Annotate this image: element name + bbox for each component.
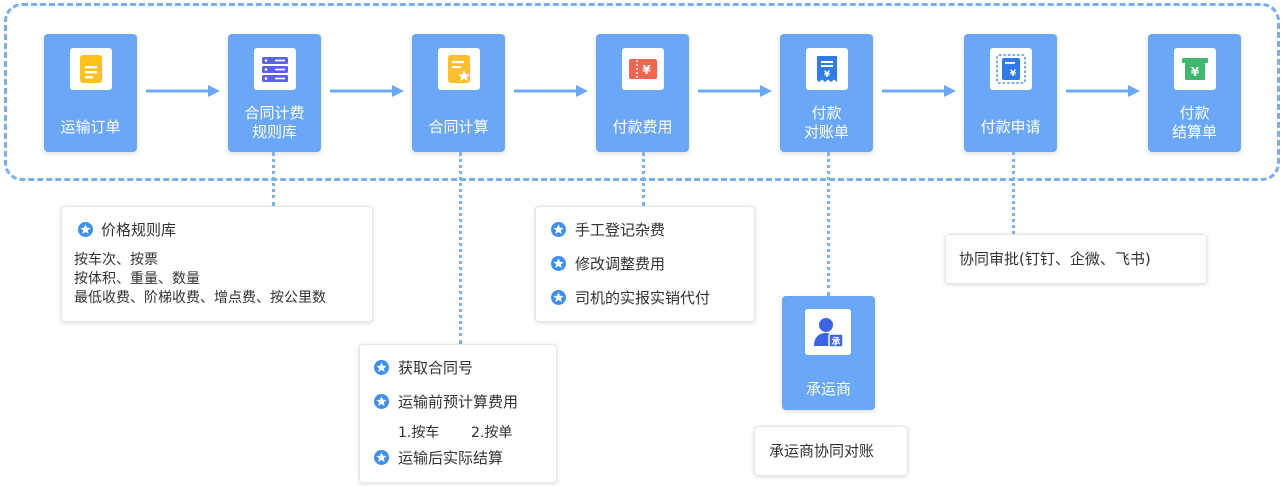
approval-card: 协同审批(钉钉、企微、飞书) [945,234,1207,284]
svg-text:¥: ¥ [1010,69,1017,79]
pricing-line: 按体积、重量、数量 [74,271,200,287]
flow-arrow [698,85,772,97]
step-label: 运输订单 [60,118,121,136]
approval-card-text: 协同审批(钉钉、企微、飞书) [959,250,1151,268]
step-reconciliation[interactable]: ¥ 付款 对账单 [780,34,873,152]
fee-card: 手工登记杂费 修改调整费用 司机的实报实销代付 [535,206,755,322]
star-icon [374,394,389,409]
calc-item: 运输后实际结算 [398,449,504,467]
document-icon [70,48,112,90]
flow-arrow [1066,85,1140,97]
fee-item: 手工登记杂费 [575,221,666,239]
connector-dots [642,152,645,206]
star-icon [374,360,389,375]
svg-text:¥: ¥ [824,70,831,80]
flow-arrow [882,85,956,97]
star-icon [78,222,93,237]
carrier-person-icon: 承 [805,309,851,355]
step-transport-order[interactable]: 运输订单 [44,34,137,152]
step-payment-fees[interactable]: ¥ 付款费用 [596,34,689,152]
payment-request-icon: ¥ [990,48,1032,90]
flow-arrow [330,85,404,97]
connector-dots [1012,152,1015,234]
pricing-rules-card: 价格规则库 按车次、按票 按体积、重量、数量 最低收费、阶梯收费、增点费、按公里… [61,206,373,322]
carrier-label: 承运商 [805,380,851,398]
step-label: 合同计算 [428,118,489,136]
star-icon [374,450,389,465]
calc-sub-option: 2.按单 [471,425,513,441]
receipt-icon: ¥ [806,48,848,90]
carrier-card-text: 承运商协同对账 [769,442,875,460]
pricing-card-title: 价格规则库 [101,221,177,239]
fee-item: 修改调整费用 [575,255,666,273]
carrier-badge-text: 承 [831,337,840,348]
fee-item: 司机的实报实销代付 [575,289,711,307]
database-icon [254,48,296,90]
carrier-reconcile-card: 承运商协同对账 [754,426,908,476]
connector-dots [827,152,830,296]
flow-arrow [146,85,220,97]
step-settlement[interactable]: ¥ 付款 结算单 [1148,34,1241,152]
yuan-cashier-icon: ¥ [1174,48,1216,90]
contract-calc-card: 获取合同号 运输前预计算费用 1.按车 2.按单 运输后实际结算 [359,344,557,483]
yuan-ticket-icon: ¥ [622,48,664,90]
step-label: 付款 对账单 [803,104,849,141]
flow-arrow [514,85,588,97]
pricing-line: 最低收费、阶梯收费、增点费、按公里数 [74,290,326,306]
star-icon [551,222,566,237]
calc-item: 运输前预计算费用 [398,393,519,411]
step-payment-request[interactable]: ¥ 付款申请 [964,34,1057,152]
step-label: 付款费用 [612,118,673,136]
step-label: 付款申请 [980,118,1041,136]
step-contract-calc[interactable]: 合同计算 [412,34,505,152]
svg-text:¥: ¥ [642,63,651,77]
pricing-line: 按车次、按票 [74,252,158,268]
step-label: 付款 结算单 [1171,104,1217,141]
contract-star-icon [438,48,480,90]
svg-text:¥: ¥ [1191,65,1200,79]
connector-dots [459,152,462,344]
star-icon [551,290,566,305]
calc-sub-option: 1.按车 [398,425,440,441]
calc-item: 获取合同号 [398,359,474,377]
star-icon [551,256,566,271]
step-label: 合同计费 规则库 [244,104,305,141]
carrier-node[interactable]: 承 承运商 [782,296,875,410]
connector-dots [272,152,275,206]
step-contract-rules[interactable]: 合同计费 规则库 [228,34,321,152]
